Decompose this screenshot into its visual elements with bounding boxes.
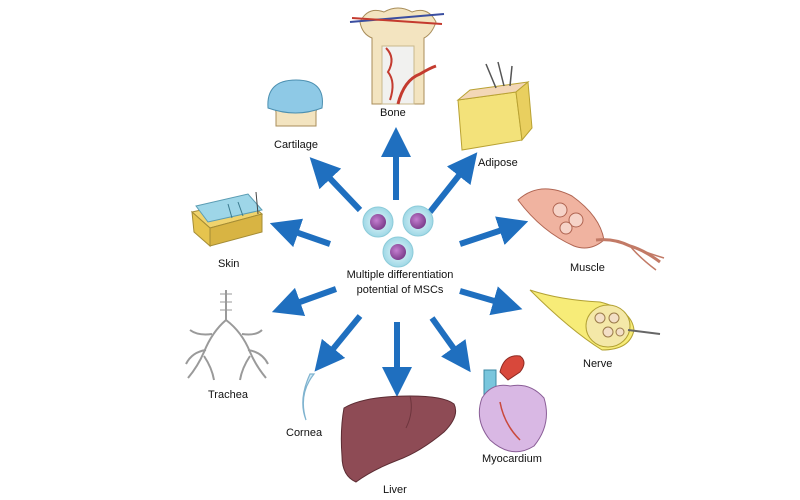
arrow-nerve [459,286,523,316]
center-label-line2: potential of MSCs [356,284,444,296]
bone-illustration [349,7,445,105]
label-muscle: Muscle [570,262,605,274]
msc-cell [362,206,394,238]
trachea-illustration [185,290,269,381]
label-nerve: Nerve [583,358,613,370]
arrow-myocardium [429,316,471,373]
msc-cell [382,236,414,268]
arrow-trachea [271,286,338,317]
muscle-illustration [517,188,665,271]
label-cartilage: Cartilage [274,139,319,151]
liver-illustration [340,395,457,483]
cornea-illustration [302,373,316,421]
label-bone: Bone [380,107,406,119]
center-label: Multiple differentiation potential of MS… [320,268,480,298]
label-trachea: Trachea [208,389,248,401]
label-liver: Liver [383,484,407,496]
center-label-line1: Multiple differentiation [346,269,454,281]
label-cornea: Cornea [286,427,323,439]
arrow-muscle [459,216,529,247]
myocardium-illustration [478,355,547,453]
nerve-illustration [529,289,661,351]
label-adipose: Adipose [478,157,518,169]
arrow-cornea [314,314,363,372]
arrows [269,127,529,397]
adipose-illustration [456,61,533,151]
msc-cell [402,205,434,237]
skin-illustration [190,191,264,248]
label-skin: Skin [218,258,240,270]
msc-cells [362,205,434,268]
cartilage-illustration [267,79,323,127]
arrow-cartilage [309,157,363,213]
arrow-adipose [427,152,478,214]
arrow-skin [269,218,331,248]
label-myocardium: Myocardium [482,453,542,465]
